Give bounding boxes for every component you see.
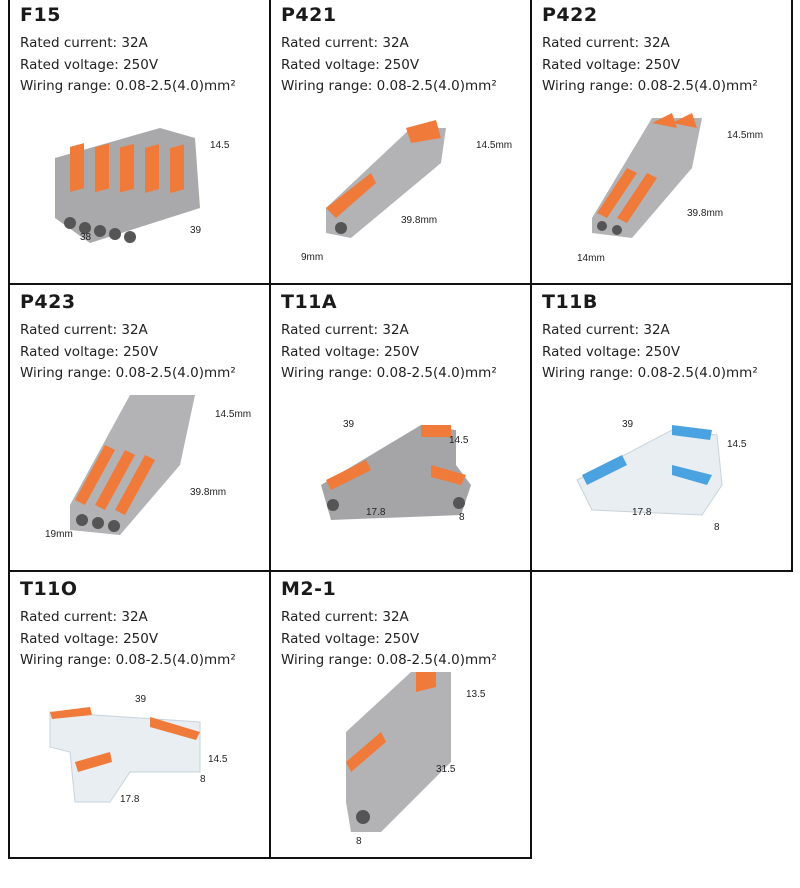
dimension-label: 8 [459,512,465,523]
rated-current: Rated current: 32A [20,35,148,51]
rated-voltage: Rated voltage: 250V [542,57,681,73]
wiring-range: Wiring range: 0.08-2.5(4.0)mm² [542,78,758,94]
product-cell-f15: F15 Rated current: 32A Rated voltage: 25… [10,0,271,285]
model-title: P422 [542,4,598,26]
wiring-range: Wiring range: 0.08-2.5(4.0)mm² [20,652,236,668]
connector-image: 14.5 38 39 [55,128,230,243]
rated-voltage: Rated voltage: 250V [281,344,420,360]
dimension-label: 39 [135,694,147,705]
dimension-label: 14.5 [208,754,228,765]
dimension-label: 14.5 [449,435,469,446]
rated-voltage: Rated voltage: 250V [20,344,159,360]
dimension-label: 31.5 [436,764,456,775]
dimension-label: 39 [343,419,355,430]
model-title: T11B [542,291,598,313]
dimension-label: 17.8 [120,794,140,805]
dimension-label: 19mm [45,529,73,540]
product-cell-p421: P421 Rated current: 32A Rated voltage: 2… [271,0,532,285]
model-title: P421 [281,4,337,26]
product-cell-t11b: T11B Rated current: 32A Rated voltage: 2… [532,285,793,572]
product-cell-p423: P423 Rated current: 32A Rated voltage: 2… [10,285,271,572]
wiring-range: Wiring range: 0.08-2.5(4.0)mm² [281,652,497,668]
connector-image: 14.5mm 39.8mm 14mm [577,113,763,264]
dimension-label: 17.8 [366,507,386,518]
product-cell-t11a: T11A Rated current: 32A Rated voltage: 2… [271,285,532,572]
connector-image: 39 14.5 17.8 8 [321,419,471,523]
dimension-label: 39.8mm [687,208,723,219]
wiring-range: Wiring range: 0.08-2.5(4.0)mm² [542,365,758,381]
connector-image: 39 14.5 17.8 8 [576,419,747,533]
dimension-label: 14.5mm [727,130,763,141]
model-title: T11A [281,291,338,313]
model-title: T11O [20,578,78,600]
connector-image: 39 14.5 17.8 8 [49,694,228,805]
rated-voltage: Rated voltage: 250V [281,631,420,647]
dimension-label: 17.8 [632,507,652,518]
dimension-label: 14.5mm [476,140,512,151]
dimension-label: 38 [80,232,92,243]
dimension-label: 8 [714,522,720,533]
rated-current: Rated current: 32A [281,35,409,51]
product-cell-p422: P422 Rated current: 32A Rated voltage: 2… [532,0,793,285]
dimension-label: 14.5 [210,140,230,151]
rated-current: Rated current: 32A [20,322,148,338]
rated-current: Rated current: 32A [20,609,148,625]
rated-voltage: Rated voltage: 250V [20,631,159,647]
model-title: F15 [20,4,61,26]
model-title: P423 [20,291,76,313]
dimension-label: 8 [200,774,206,785]
connector-image: 14.5mm 39.8mm 9mm [301,120,512,263]
rated-voltage: Rated voltage: 250V [542,344,681,360]
dimension-label: 13.5 [466,689,486,700]
model-title: M2-1 [281,578,337,600]
product-cell-t11o: T11O Rated current: 32A Rated voltage: 2… [10,572,271,859]
dimension-label: 14.5 [727,439,747,450]
rated-current: Rated current: 32A [542,35,670,51]
rated-current: Rated current: 32A [281,322,409,338]
wiring-range: Wiring range: 0.08-2.5(4.0)mm² [20,78,236,94]
rated-voltage: Rated voltage: 250V [20,57,159,73]
dimension-label: 39 [190,225,202,236]
dimension-label: 14.5mm [215,409,251,420]
rated-current: Rated current: 32A [281,609,409,625]
dimension-label: 8 [356,836,362,847]
dimension-label: 39.8mm [190,487,226,498]
rated-current: Rated current: 32A [542,322,670,338]
dimension-label: 14mm [577,253,605,264]
wiring-range: Wiring range: 0.08-2.5(4.0)mm² [20,365,236,381]
rated-voltage: Rated voltage: 250V [281,57,420,73]
dimension-label: 39.8mm [401,215,437,226]
wiring-range: Wiring range: 0.08-2.5(4.0)mm² [281,78,497,94]
dimension-label: 39 [622,419,634,430]
wiring-range: Wiring range: 0.08-2.5(4.0)mm² [281,365,497,381]
dimension-label: 9mm [301,252,323,263]
empty-cell [532,572,793,859]
connector-image: 13.5 31.5 8 [346,672,486,847]
product-grid: F15 Rated current: 32A Rated voltage: 25… [8,0,795,859]
product-cell-m2-1: M2-1 Rated current: 32A Rated voltage: 2… [271,572,532,859]
connector-image: 14.5mm 39.8mm 19mm [45,395,251,540]
